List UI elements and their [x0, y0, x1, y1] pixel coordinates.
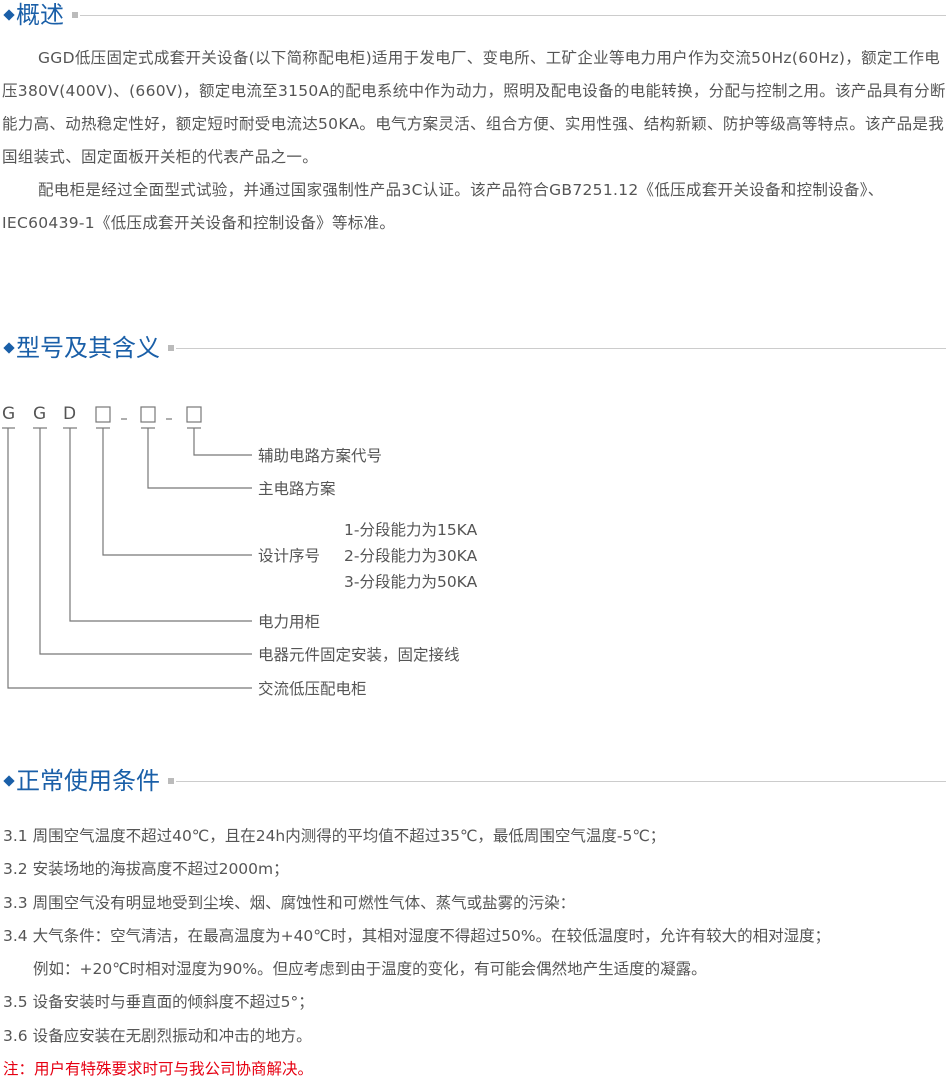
section-heading-model: 型号及其含义 — [2, 331, 946, 365]
model-letter: G — [33, 404, 47, 424]
paragraph: GGD低压固定式成套开关设备(以下简称配电柜)适用于发电厂、变电所、工矿企业等电… — [2, 49, 946, 166]
leader-line — [193, 428, 252, 456]
note-text: 注：用户有特殊要求时可与我公司协商解决。 — [3, 1060, 314, 1079]
divider — [176, 347, 946, 349]
leader-line — [69, 428, 252, 622]
list-item: 3.3 周围空气没有明显地受到尘埃、烟、腐蚀性和可燃性气体、蒸气或盐雾的污染： — [3, 893, 576, 912]
paragraph: 配电柜是经过全面型式试验，并通过国家强制性产品3C认证。该产品符合GB7251.… — [2, 181, 884, 232]
diagram-label: 电器元件固定安装，固定接线 — [258, 646, 460, 664]
list-item: 3.6 设备应安装在无剧烈振动和冲击的地方。 — [3, 1026, 312, 1045]
diamond-icon — [3, 9, 15, 21]
list-item: 例如：+20℃时相对湿度为90%。但应考虑到由于温度的变化，有可能会偶然地产生适… — [33, 960, 707, 979]
design-option: 2-分段能力为30KA — [344, 547, 478, 565]
design-option: 3-分段能力为50KA — [344, 573, 478, 591]
section-title: 概述 — [16, 1, 64, 29]
diagram-label: 交流低压配电柜 — [258, 680, 367, 698]
conditions-list: 3.1 周围空气温度不超过40℃，且在24h内测得的平均值不超过35℃，最低周围… — [3, 820, 947, 1086]
section-heading-conditions: 正常使用条件 — [2, 764, 946, 798]
section-title: 正常使用条件 — [16, 767, 160, 795]
leader-line — [102, 428, 252, 556]
leader-line — [7, 428, 252, 689]
placeholder-box — [140, 406, 156, 423]
list-item: 3.2 安装场地的海拔高度不超过2000m； — [3, 860, 289, 879]
leader-line — [39, 428, 252, 655]
section-heading-overview: 概述 — [2, 0, 946, 32]
design-option: 1-分段能力为15KA — [344, 521, 478, 539]
diagram-label: 设计序号 — [258, 547, 321, 565]
diagram-label: 主电路方案 — [258, 480, 336, 498]
placeholder-box — [186, 406, 202, 423]
diagram-lines — [2, 406, 252, 689]
model-letter: G — [2, 404, 16, 424]
divider — [80, 14, 946, 16]
section-title: 型号及其含义 — [16, 334, 160, 362]
model-letter: D — [63, 404, 77, 424]
square-icon — [168, 778, 174, 784]
diamond-icon — [3, 775, 15, 787]
square-icon — [72, 12, 78, 18]
placeholder-box — [95, 406, 111, 423]
list-item: 3.1 周围空气温度不超过40℃，且在24h内测得的平均值不超过35℃，最低周围… — [3, 827, 666, 845]
list-item: 3.4 大气条件：空气清洁，在最高温度为+40℃时，其相对湿度不得超过50%。在… — [3, 926, 831, 945]
diamond-icon — [3, 342, 15, 354]
leader-line — [147, 428, 252, 489]
overview-text: GGD低压固定式成套开关设备(以下简称配电柜)适用于发电厂、变电所、工矿企业等电… — [2, 42, 946, 240]
square-icon — [168, 345, 174, 351]
model-diagram: G G D 辅助电路方案代号 主电路方案 设计序号 1-分段能力为15KA 2-… — [0, 400, 520, 700]
list-item: 3.5 设备安装时与垂直面的倾斜度不超过5°； — [3, 993, 314, 1012]
diagram-label: 辅助电路方案代号 — [258, 447, 383, 465]
diagram-label: 电力用柜 — [258, 613, 321, 631]
divider — [176, 780, 946, 782]
